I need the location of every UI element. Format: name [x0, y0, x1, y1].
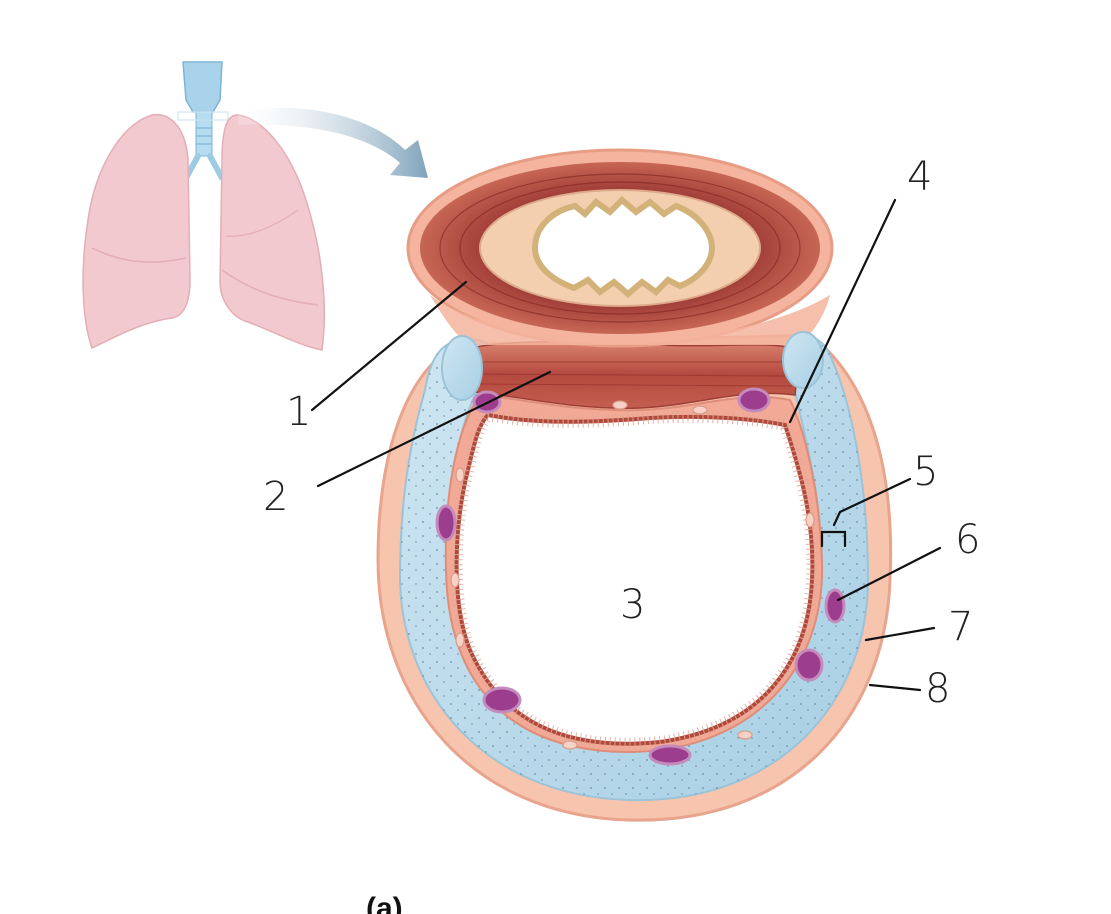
- leader-line-5: [832, 477, 912, 527]
- seromucous-gland: [737, 387, 771, 413]
- leader-line-2: [316, 370, 552, 488]
- seromucous-gland: [824, 588, 846, 624]
- leader-line-6: [836, 546, 942, 602]
- upper-tube-lumen: [531, 195, 716, 298]
- seromucous-gland: [794, 648, 824, 682]
- leader-lines: [310, 198, 942, 692]
- lungs-icon: [82, 61, 326, 351]
- seromucous-gland: [648, 744, 692, 766]
- label-1: 1: [286, 389, 311, 435]
- seromucous-gland: [435, 504, 457, 542]
- curved-arrow-icon: [238, 107, 428, 178]
- label-4: 4: [907, 154, 932, 200]
- label-8: 8: [925, 666, 950, 712]
- seromucous-gland: [482, 686, 522, 714]
- label-2: 2: [263, 474, 288, 520]
- figure-caption: (a): [366, 892, 403, 914]
- label-5: 5: [913, 449, 938, 495]
- label-7: 7: [948, 604, 973, 650]
- leader-line-1: [310, 280, 468, 412]
- label-6: 6: [955, 517, 980, 563]
- leader-bracket-5: [820, 530, 847, 548]
- number-labels: 1 2 3 4 5 6 7 8: [263, 154, 980, 712]
- leader-line-4: [788, 198, 897, 424]
- label-3: 3: [620, 582, 645, 628]
- leader-line-8: [868, 683, 922, 692]
- leader-line-7: [864, 626, 936, 642]
- trachea-cross-section: [376, 148, 893, 822]
